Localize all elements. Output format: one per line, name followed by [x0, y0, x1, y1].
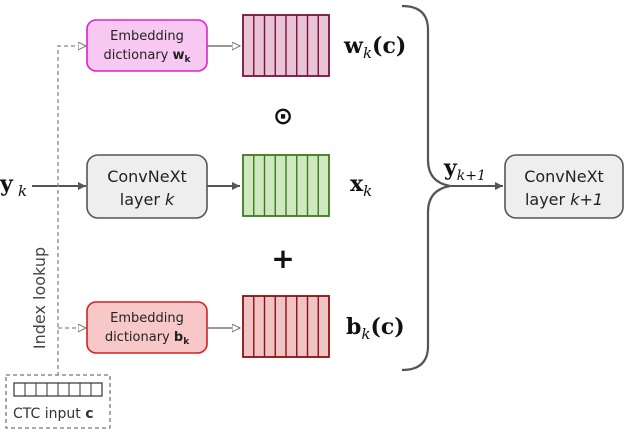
convnext-k1-line1: ConvNeXt — [524, 167, 604, 186]
embedding-w-line2: dictionary wk — [103, 48, 191, 65]
convnext-k-line2: layer k — [120, 190, 175, 209]
embedding-w-line1: Embedding — [110, 29, 184, 44]
y-k-main-label: y — [0, 171, 14, 197]
index-lookup-label: Index lookup — [30, 247, 49, 349]
ctc-input-cells — [13, 382, 103, 397]
convnext-k1-line2: layer k+1 — [525, 190, 603, 209]
y-k-subscript: k — [18, 182, 27, 200]
b-vector — [242, 295, 330, 358]
x-vector — [242, 154, 330, 217]
convnext-k-line1: ConvNeXt — [107, 167, 187, 186]
w-k-c-label: wk(c) — [343, 33, 406, 62]
convnext-layer-k-plus-1-box — [504, 154, 624, 219]
plus-operator-symbol: + — [271, 242, 294, 275]
ctc-input-label: CTC input c — [13, 406, 94, 422]
y-k-plus-1-label: yk+1 — [443, 155, 486, 184]
x-k-label: xk — [350, 171, 372, 200]
w-vector — [242, 14, 330, 77]
index-lookup-path-top — [57, 46, 86, 376]
embedding-b-line1: Embedding — [110, 311, 184, 326]
embedding-b-line2: dictionary bk — [105, 330, 190, 347]
combine-brace — [401, 4, 451, 372]
b-k-c-label: bk(c) — [346, 314, 405, 343]
hadamard-operator-symbol: ⊙ — [273, 102, 293, 130]
